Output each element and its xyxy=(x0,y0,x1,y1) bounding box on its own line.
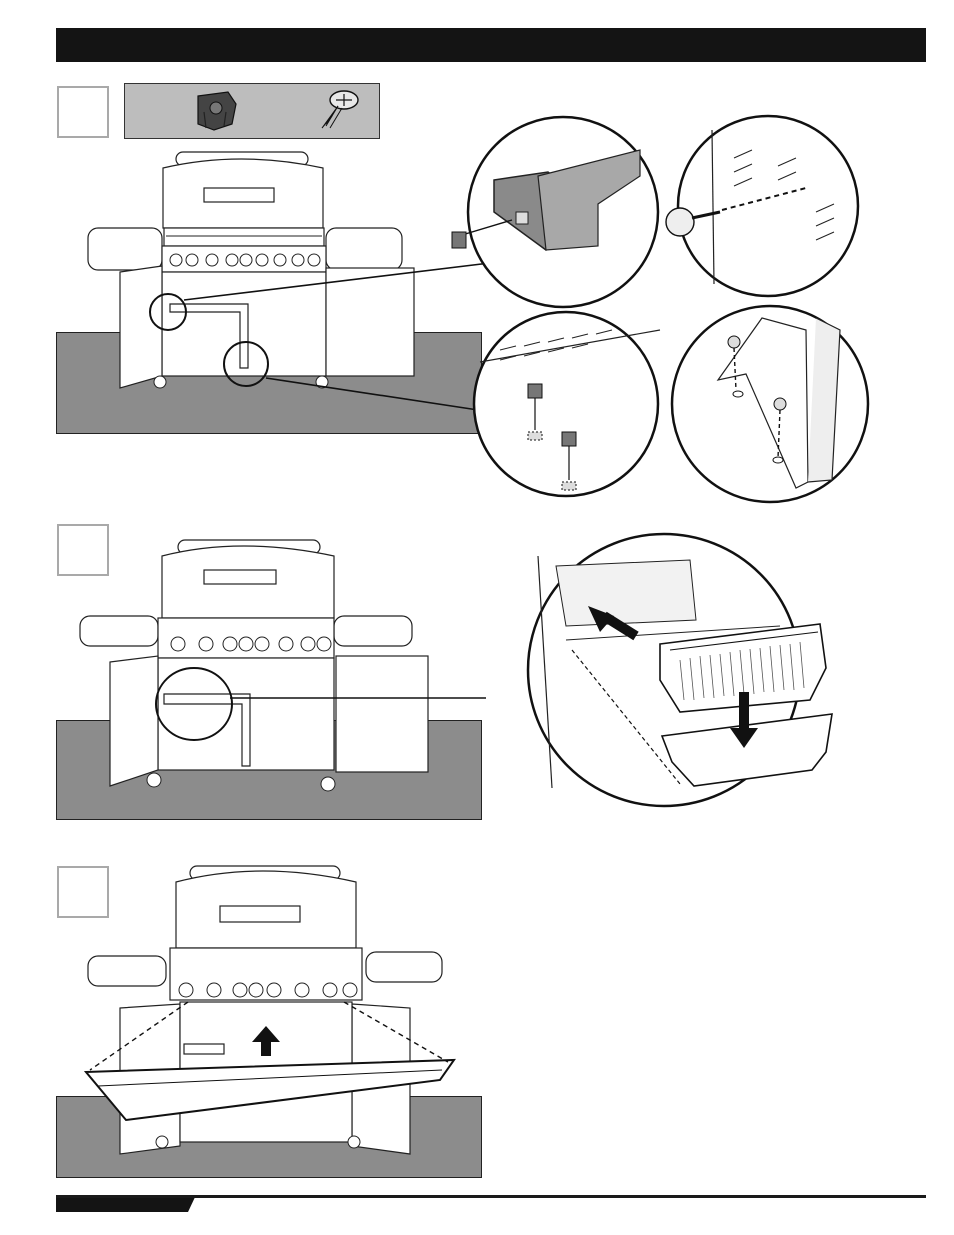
grill-step-2 xyxy=(80,540,486,791)
detail-screw-side xyxy=(678,116,858,296)
grill-step-1 xyxy=(88,152,498,410)
footer-rule xyxy=(56,1195,926,1198)
grill-step-3 xyxy=(86,866,454,1154)
detail-bottom-clip-nuts xyxy=(474,312,658,496)
screw-icon xyxy=(322,91,358,128)
clip-nut-icon xyxy=(198,92,236,130)
